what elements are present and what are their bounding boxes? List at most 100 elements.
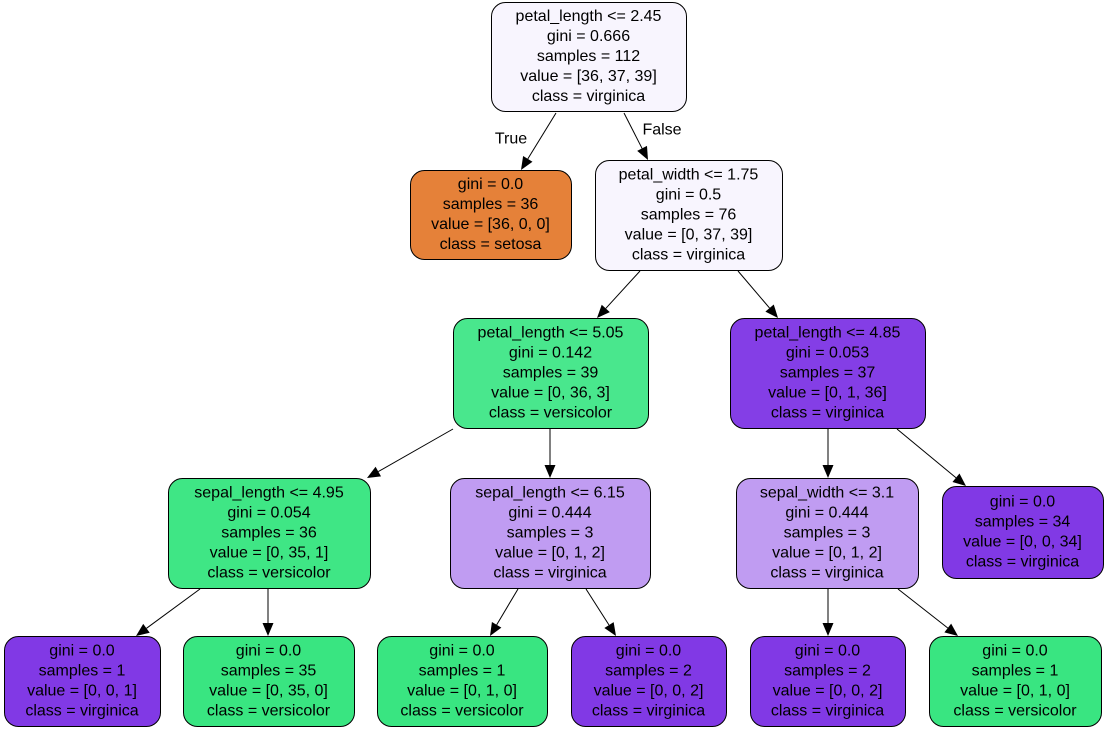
node-text-line: class = virginica xyxy=(493,565,606,582)
node-box xyxy=(595,160,783,271)
node-text-line: petal_length <= 4.85 xyxy=(755,325,901,342)
node-text-line: value = [0, 35, 0] xyxy=(209,683,328,700)
arrowhead-icon xyxy=(597,304,610,318)
node-text-line: gini = 0.0 xyxy=(458,176,523,193)
edge-line xyxy=(496,588,519,626)
node-box xyxy=(929,636,1102,727)
node-text-line: petal_length <= 5.05 xyxy=(478,325,624,342)
node-text-line: value = [0, 36, 3] xyxy=(491,385,610,402)
node-text-line: value = [0, 35, 1] xyxy=(210,545,329,562)
node-box xyxy=(377,636,548,727)
tree-edge xyxy=(737,270,778,318)
edge-line xyxy=(623,112,643,149)
node-text-line: class = setosa xyxy=(440,236,542,253)
tree-node: gini = 0.0 samples = 1 value = [0, 1, 0] cl… xyxy=(929,636,1102,727)
node-text-line: gini = 0.0 xyxy=(236,643,301,660)
node-text-line: class = virginica xyxy=(532,88,645,105)
arrowhead-icon xyxy=(822,623,834,636)
node-text-line: samples = 112 xyxy=(537,48,640,65)
node-text-line: class = versicolor xyxy=(953,703,1077,720)
arrowhead-icon xyxy=(544,465,556,478)
node-text-line: gini = 0.666 xyxy=(547,28,630,45)
node-text-line: value = [0, 1, 36] xyxy=(768,385,887,402)
edge-line xyxy=(378,428,454,472)
tree-edge xyxy=(822,589,834,636)
node-text-line: value = [0, 1, 0] xyxy=(960,683,1070,700)
arrowhead-icon xyxy=(490,622,502,636)
node-box xyxy=(410,170,572,260)
tree-node: sepal_length <= 4.95 gini = 0.054 samples … xyxy=(168,478,371,589)
tree-edge xyxy=(597,270,641,318)
node-box xyxy=(4,636,161,727)
node-box xyxy=(730,318,926,429)
node-text-line: class = virginica xyxy=(592,703,705,720)
node-text-line: class = versicolor xyxy=(207,565,331,582)
node-text-line: value = [0, 1, 2] xyxy=(495,545,605,562)
node-text-line: gini = 0.444 xyxy=(508,505,591,522)
tree-edge: False xyxy=(623,112,682,160)
edge-line xyxy=(897,588,949,629)
tree-node: gini = 0.0 samples = 36 value = [36, 0, 0]… xyxy=(410,170,572,260)
arrowhead-icon xyxy=(136,623,150,636)
node-text-line: value = [0, 0, 2] xyxy=(773,683,883,700)
node-text-line: gini = 0.0 xyxy=(429,643,494,660)
node-text-line: samples = 37 xyxy=(780,365,876,382)
node-text-line: gini = 0.0 xyxy=(795,643,860,660)
node-text-line: gini = 0.0 xyxy=(982,643,1047,660)
node-text-line: value = [0, 0, 2] xyxy=(594,683,704,700)
node-text-line: class = versicolor xyxy=(489,405,613,422)
node-text-line: sepal_length <= 4.95 xyxy=(194,485,344,502)
edge-line xyxy=(737,270,770,309)
node-text-line: samples = 1 xyxy=(972,663,1059,680)
edge-label: True xyxy=(495,131,527,148)
node-text-line: samples = 2 xyxy=(784,663,871,680)
node-box xyxy=(168,478,371,589)
arrowhead-icon xyxy=(637,145,648,160)
node-box xyxy=(450,478,651,589)
arrowhead-icon xyxy=(262,623,274,636)
node-text-line: gini = 0.054 xyxy=(227,505,310,522)
node-box xyxy=(183,636,355,727)
node-text-line: samples = 3 xyxy=(784,525,871,542)
edge-line xyxy=(527,112,557,160)
node-text-line: sepal_width <= 3.1 xyxy=(760,485,894,502)
node-text-line: value = [0, 1, 0] xyxy=(407,683,517,700)
node-text-line: value = [36, 0, 0] xyxy=(431,216,550,233)
node-text-line: samples = 36 xyxy=(443,196,539,213)
node-text-line: value = [0, 0, 34] xyxy=(963,534,1082,551)
tree-edge xyxy=(367,428,454,478)
node-text-line: samples = 34 xyxy=(975,514,1071,531)
edge-label: False xyxy=(642,122,681,139)
node-text-line: gini = 0.0 xyxy=(990,494,1055,511)
node-box xyxy=(750,636,906,727)
node-text-line: class = virginica xyxy=(25,703,138,720)
node-text-line: samples = 1 xyxy=(419,663,506,680)
node-text-line: petal_width <= 1.75 xyxy=(619,167,759,184)
tree-edge xyxy=(490,588,519,636)
node-text-line: samples = 36 xyxy=(221,525,317,542)
node-box xyxy=(942,486,1104,579)
node-text-line: class = versicolor xyxy=(207,703,331,720)
node-text-line: gini = 0.444 xyxy=(785,505,868,522)
tree-edge xyxy=(262,589,274,636)
tree-edge xyxy=(136,588,201,636)
node-text-line: samples = 1 xyxy=(39,663,126,680)
node-box xyxy=(736,478,919,589)
tree-edge xyxy=(896,428,966,486)
node-text-line: class = virginica xyxy=(771,405,884,422)
tree-edge xyxy=(897,588,958,636)
node-box xyxy=(453,318,649,429)
edge-line xyxy=(146,588,201,629)
arrowhead-icon xyxy=(944,623,958,636)
node-text-line: sepal_length <= 6.15 xyxy=(475,485,625,502)
